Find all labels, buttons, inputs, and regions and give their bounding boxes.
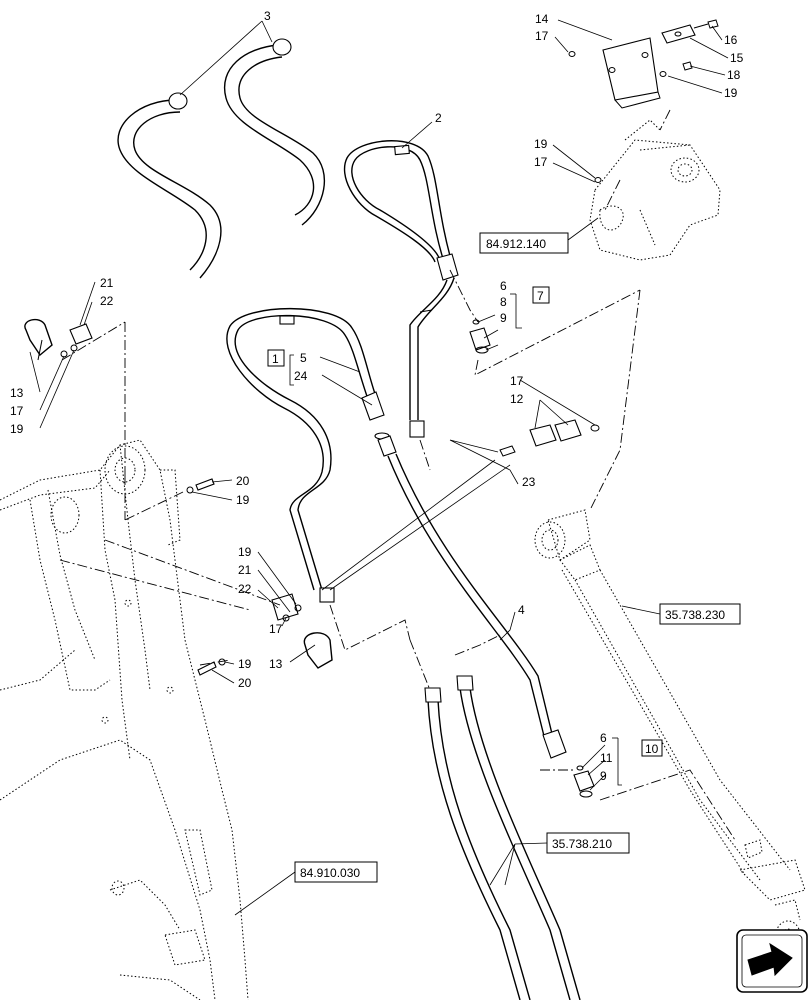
callout-19: 19 [724,86,738,100]
callout-17: 17 [269,622,283,636]
callout-19: 19 [236,493,250,507]
clip-group-lower [271,593,333,669]
callout-9: 9 [600,769,607,783]
reference-35-738-230[interactable]: 35.738.230 [659,603,741,625]
hose-4 [374,432,567,759]
callout-labels: 3 2 14 17 16 15 18 19 19 17 6 8 9 7 21 2… [10,9,744,783]
callout-13: 13 [10,386,24,400]
callout-8: 8 [500,295,507,309]
callout-24: 24 [294,369,308,383]
next-page-arrow-icon[interactable] [736,929,808,993]
lower-hoses [424,675,581,1000]
callout-17: 17 [10,404,24,418]
callout-20: 20 [236,474,250,488]
clip-group-upper [24,318,93,361]
svg-text:84.910.030: 84.910.030 [300,866,360,880]
clamp-12 [499,419,600,457]
callout-15: 15 [730,51,744,65]
callout-19: 19 [238,657,252,671]
callout-10: 10 [645,742,659,756]
callout-4: 4 [518,603,525,617]
callout-2: 2 [435,111,442,125]
callout-16: 16 [724,33,738,47]
callout-23: 23 [522,475,536,489]
svg-text:35.738.230: 35.738.230 [665,608,725,622]
group-box-1 [267,349,285,367]
top-bracket [568,19,719,183]
loader-arm [0,439,249,1000]
callout-7: 7 [537,289,544,303]
callout-17: 17 [510,374,524,388]
callout-19: 19 [238,545,252,559]
callout-22: 22 [238,582,252,596]
callout-20: 20 [238,676,252,690]
reference-84-910-030[interactable]: 84.910.030 [294,861,378,883]
group-box-7 [532,286,550,304]
callout-17: 17 [535,29,549,43]
cylinder-bracket-assembly [589,119,721,261]
callout-6: 6 [500,279,507,293]
callout-14: 14 [535,12,549,26]
callout-13: 13 [269,657,283,671]
callout-12: 12 [510,392,524,406]
callout-3: 3 [264,9,271,23]
callout-21: 21 [238,563,252,577]
group-box-10 [641,739,663,757]
callout-6: 6 [600,731,607,745]
bolt-20-upper [186,478,215,494]
hose-2 [343,140,459,438]
callout-1: 1 [272,352,279,366]
callout-11: 11 [600,751,613,765]
reference-84-912-140[interactable]: 84.912.140 [479,232,569,254]
callout-5: 5 [300,351,307,365]
reference-35-738-210[interactable]: 35.738.210 [546,832,630,854]
svg-text:35.738.210: 35.738.210 [552,837,612,851]
callout-19: 19 [534,137,548,151]
fitting-lower [573,765,595,798]
hose-5 [226,308,385,603]
callout-18: 18 [727,68,741,82]
callout-19: 19 [10,422,24,436]
leader-lines [29,19,729,916]
hydraulic-cylinder [534,509,806,950]
callout-21: 21 [100,276,114,290]
center-lines [59,109,736,841]
svg-text:84.912.140: 84.912.140 [486,237,546,251]
hose-3 [117,38,326,279]
callout-22: 22 [100,294,114,308]
callout-9: 9 [500,311,507,325]
callout-17: 17 [534,155,548,169]
